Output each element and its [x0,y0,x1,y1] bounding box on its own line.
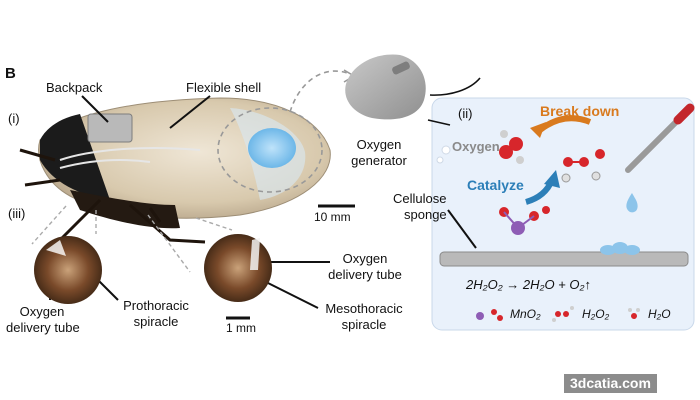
cockroach-photo [19,97,331,244]
prothoracic-label-line1: Prothoracic [123,298,189,313]
bubbles [436,145,451,164]
prothoracic-zoom-photo [34,236,102,304]
catalyze-arrow [525,170,560,205]
watermark: 3dcatia.com [564,374,657,393]
o2-molecule [499,130,524,164]
legend-icon-h2o [628,308,640,319]
backpack [87,113,133,143]
h2o2-molecule [561,149,605,183]
flexible-shell-label: Flexible shell [186,80,262,95]
sponge-blob [248,128,296,168]
delivery-tube-right-line1: Oxygen [342,251,388,266]
zoom-arrow [289,70,351,113]
cellulose-sponge [439,251,689,267]
legend-icon-h2o2 [552,306,574,322]
oxygen-product-label: Oxygen [452,139,500,154]
subpanel-ii-label: (ii) [458,106,473,121]
mesothoracic-label-line2: spiracle [341,317,387,332]
delivery-tube-right-line2: delivery tube [328,267,402,282]
legend-mno2-label: MnO₂ [510,307,541,321]
zoom-link-right [147,214,233,273]
pipette [625,103,695,173]
legend-h2o-label: H₂O [648,307,671,321]
mno2-molecule [499,206,550,235]
legend-icon-mno2 [476,309,503,321]
legend-h2o2-label: H₂O₂ [582,307,610,321]
zoom-ring [217,107,323,193]
oxygen-generator-label-line2: generator [351,153,407,168]
scale-10mm-label: 10 mm [314,210,351,224]
sponge-droplets [600,242,640,255]
subpanel-i-label: (i) [8,111,20,126]
catalyze-label: Catalyze [467,177,524,193]
mesothoracic-zoom-photo [204,234,272,302]
cockroach-legs [19,148,206,244]
zoom-link-left [31,205,97,245]
droplet [626,193,638,213]
reaction-panel [431,97,695,331]
oxygen-generator-label-line1: Oxygen [356,137,402,152]
break-down-label: Break down [540,103,620,119]
cellulose-label-line1: Cellulose [393,191,447,206]
mesothoracic-label-line1: Mesothoracic [325,301,403,316]
scale-1mm-label: 1 mm [226,321,256,335]
reaction-equation: 2H₂O₂ → 2H₂O + O₂↑ [466,277,591,292]
oxygen-generator-model [345,54,426,120]
panel-letter: B [5,65,16,82]
delivery-tube-left-line1: Oxygen [19,304,65,319]
prothoracic-label-line2: spiracle [133,314,179,329]
break-down-arrow [530,115,592,138]
subpanel-iii-label: (iii) [8,206,26,221]
cellulose-label-line2: sponge [404,207,447,222]
delivery-tube-left-line2: delivery tube [6,320,80,335]
generator-bracket [429,77,481,96]
backpack-label: Backpack [46,80,103,95]
